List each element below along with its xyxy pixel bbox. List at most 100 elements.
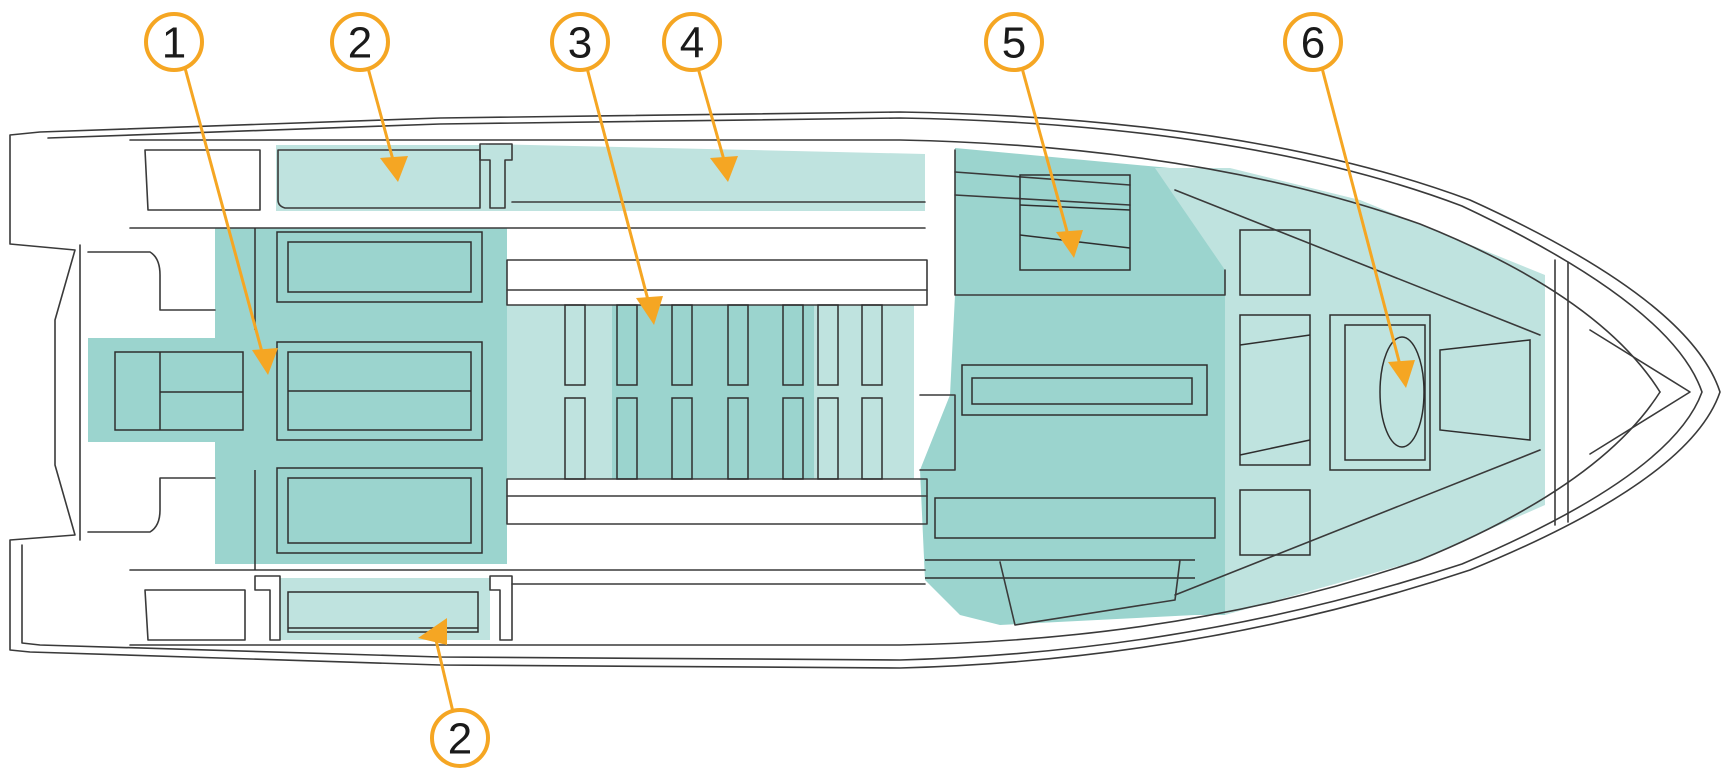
arrowhead-4: [710, 156, 738, 182]
aft-seat-bot-box: [276, 467, 483, 554]
console-bench: [934, 497, 1216, 539]
callout-circle-2-top: [330, 12, 390, 72]
slat: [727, 304, 749, 386]
slat: [671, 304, 693, 386]
gunwale-bottom: [129, 391, 1661, 646]
console-line-1: [954, 171, 1131, 186]
zone-walkway: [486, 144, 925, 211]
aft-seat-top-inner: [287, 241, 472, 293]
console-dash-inner: [971, 377, 1193, 405]
callout-3: 3: [550, 12, 663, 325]
bow-panel-line-top: [1174, 189, 1541, 336]
callout-label-6: 6: [1301, 19, 1325, 68]
bottom-compartment-1: [144, 589, 246, 641]
center-storage: [506, 259, 928, 525]
callout-5: 5: [984, 12, 1083, 258]
bow-tip: [1589, 329, 1691, 455]
slat: [817, 397, 839, 480]
center-bot-outline: [506, 478, 928, 525]
slat: [861, 397, 883, 480]
aft-step-top: [87, 251, 216, 311]
leader-line-1: [183, 67, 264, 353]
center-box-outline: [506, 259, 928, 306]
arrowhead-5: [1056, 230, 1083, 258]
top-post: [479, 143, 513, 209]
callout-circle-3: [550, 12, 610, 72]
hull-inner: [21, 117, 1703, 661]
console-corner-post: [919, 394, 956, 471]
aft-seat-mid-box: [276, 341, 483, 441]
zone-center-storage-dark: [612, 305, 814, 479]
bow-hatch-2-line-b: [1239, 439, 1311, 456]
zone-bow: [1155, 168, 1545, 615]
zone-side-storage-bottom: [280, 578, 490, 640]
console: [919, 149, 1226, 626]
slat: [564, 304, 586, 386]
aft-step-bottom: [87, 477, 216, 533]
bow: [1174, 189, 1691, 596]
slat: [616, 397, 638, 480]
callout-label-4: 4: [680, 19, 704, 68]
callout-label-5: 5: [1002, 19, 1026, 68]
callout-4: 4: [662, 12, 738, 182]
bow-seat-inner: [1344, 324, 1426, 461]
callout-circle-5: [984, 12, 1044, 72]
callout-2-top: 2: [330, 12, 408, 182]
slat: [782, 397, 804, 480]
zone-aft-seat-block: [88, 338, 218, 442]
aft-details: [87, 228, 483, 570]
callout-label-1: 1: [162, 19, 186, 68]
zone-console: [920, 148, 1225, 625]
callout-label-2-top: 2: [348, 19, 372, 68]
leader-line-5: [1020, 67, 1070, 236]
shaded-zones: [88, 144, 1545, 640]
arrowhead-2-bottom: [418, 618, 447, 645]
slat: [782, 304, 804, 386]
leader-line-3: [585, 67, 650, 301]
bow-seat-cushion: [1379, 336, 1425, 448]
console-line-2: [954, 194, 1131, 206]
zone-side-storage-top: [276, 145, 486, 211]
callout-circle-1: [144, 12, 204, 72]
slat: [616, 304, 638, 386]
leader-line-2-top: [366, 67, 395, 161]
slat: [671, 397, 693, 480]
center-slats: [564, 304, 883, 480]
top-compartment-1: [144, 149, 261, 211]
top-compartment-2: [277, 149, 481, 209]
leader-line-6: [1320, 67, 1402, 366]
callout-1: 1: [144, 12, 278, 375]
callout-circle-4: [662, 12, 722, 72]
leader-line-4: [696, 67, 726, 161]
bow-hatch-2: [1239, 314, 1311, 466]
callout-label-2-bottom: 2: [448, 715, 472, 764]
callout-circle-6: [1283, 12, 1343, 72]
console-dash: [961, 364, 1208, 416]
arrowhead-2-top: [380, 156, 408, 182]
side-compartments: [144, 143, 926, 641]
bow-panel-line-bot: [1174, 449, 1541, 596]
arrowhead-1: [252, 348, 278, 375]
bottom-compartment-2: [287, 591, 479, 633]
bow-deck-panel: [1439, 339, 1531, 441]
console-outline: [954, 149, 1226, 296]
gunwale-top: [129, 139, 1661, 393]
callouts: 1 2 3 4 5: [144, 12, 1415, 768]
bottom-post-2: [489, 575, 513, 641]
arrowhead-6: [1388, 360, 1415, 388]
hull-outline: [9, 111, 1721, 669]
aft-seat-block-outline: [114, 351, 244, 431]
slat: [564, 397, 586, 480]
zone-aft-seating: [215, 228, 507, 564]
slat: [861, 304, 883, 386]
console-panel-line-1: [1019, 204, 1131, 211]
bow-hatch-2-line: [1239, 334, 1311, 346]
callout-2-bottom: 2: [418, 618, 490, 768]
arrowhead-3: [636, 296, 663, 325]
bow-seat-base: [1329, 314, 1431, 471]
callout-label-3: 3: [568, 19, 592, 68]
leader-line-2-bottom: [434, 639, 455, 713]
console-panel: [1019, 174, 1131, 271]
hull-outer: [9, 111, 1721, 669]
